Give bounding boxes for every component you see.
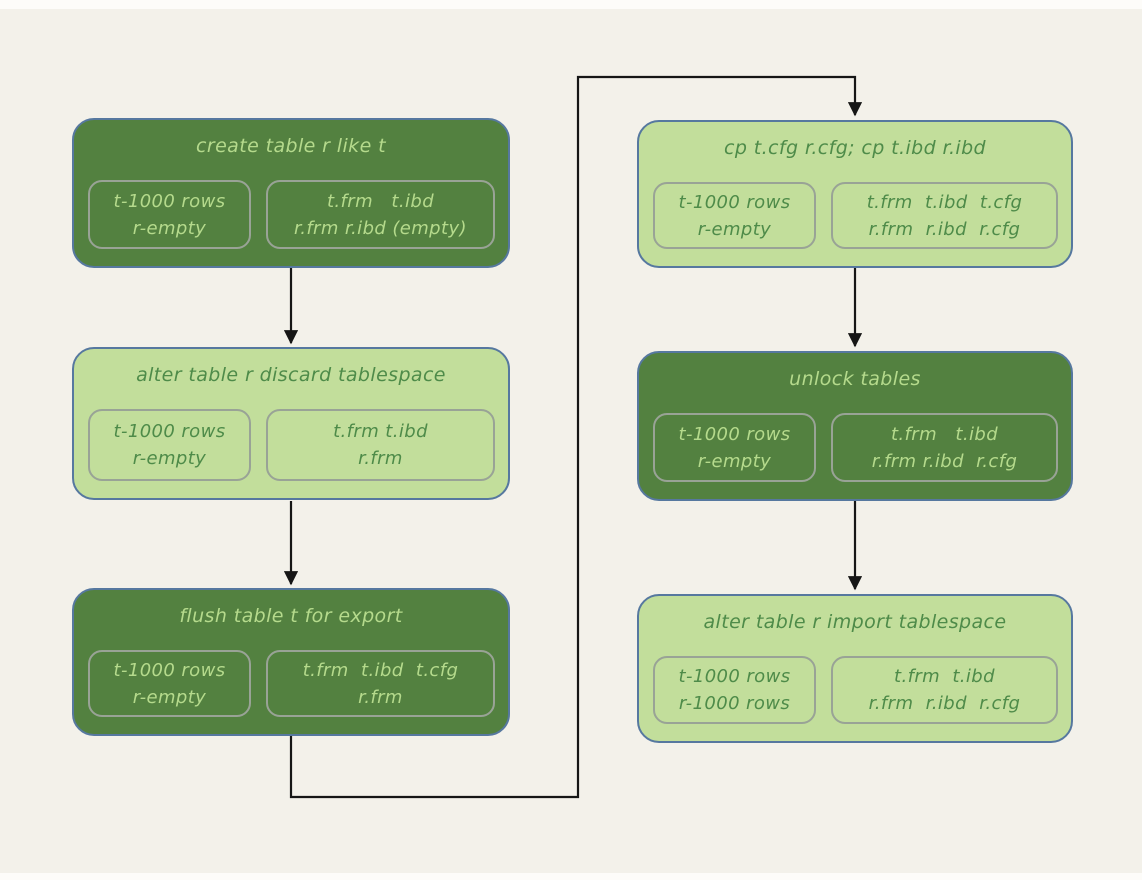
node-title: cp t.cfg r.cfg; cp t.ibd r.ibd <box>724 137 986 159</box>
row-count-line: t-1000 rows <box>678 423 791 445</box>
node-title: create table r like t <box>196 135 386 157</box>
row-counts-box: t-1000 rows r-empty <box>88 409 251 481</box>
files-line: t.frm t.ibd <box>894 666 995 687</box>
files-box: t.frm t.ibd r.frm r.ibd r.cfg <box>831 656 1058 724</box>
files-line: t.frm t.ibd <box>333 421 428 442</box>
top-margin-strip <box>0 0 1142 9</box>
node-title: flush table t for export <box>179 605 403 627</box>
files-box: t.frm t.ibd r.frm <box>266 409 495 481</box>
node-alter-table-r-import-tablespace: alter table r import tablespace t-1000 r… <box>637 594 1073 743</box>
files-line: r.frm <box>358 448 403 469</box>
node-flush-table-t-for-export: flush table t for export t-1000 rows r-e… <box>72 588 510 736</box>
row-counts-box: t-1000 rows r-1000 rows <box>653 656 816 724</box>
files-line: t.frm t.ibd <box>326 190 435 212</box>
row-count-line: t-1000 rows <box>113 659 226 681</box>
files-line: r.frm <box>358 686 403 708</box>
bottom-margin-strip <box>0 873 1142 880</box>
row-count-line: t-1000 rows <box>678 666 791 687</box>
row-counts-box: t-1000 rows r-empty <box>653 413 816 482</box>
row-count-line: r-empty <box>697 218 772 240</box>
node-alter-table-r-discard-tablespace: alter table r discard tablespace t-1000 … <box>72 347 510 500</box>
row-count-line: t-1000 rows <box>113 421 226 442</box>
row-count-line: r-empty <box>697 450 772 472</box>
files-line: r.frm r.ibd r.cfg <box>871 450 1018 472</box>
node-cp-cfg-and-ibd: cp t.cfg r.cfg; cp t.ibd r.ibd t-1000 ro… <box>637 120 1073 268</box>
node-create-table-r-like-t: create table r like t t-1000 rows r-empt… <box>72 118 510 268</box>
files-box: t.frm t.ibd t.cfg r.frm <box>266 650 495 717</box>
row-count-line: r-1000 rows <box>678 693 791 714</box>
row-count-line: r-empty <box>132 686 207 708</box>
files-box: t.frm t.ibd r.frm r.ibd (empty) <box>266 180 495 249</box>
row-count-line: r-empty <box>132 217 207 239</box>
row-counts-box: t-1000 rows r-empty <box>653 182 816 249</box>
node-unlock-tables: unlock tables t-1000 rows r-empty t.frm … <box>637 351 1073 501</box>
files-line: t.frm t.ibd t.cfg <box>302 659 459 681</box>
files-line: r.frm r.ibd r.cfg <box>868 693 1021 714</box>
node-title: alter table r import tablespace <box>703 611 1007 633</box>
files-box: t.frm t.ibd t.cfg r.frm r.ibd r.cfg <box>831 182 1058 249</box>
row-count-line: r-empty <box>132 448 207 469</box>
row-count-line: t-1000 rows <box>113 190 226 212</box>
node-title: unlock tables <box>789 368 921 390</box>
files-box: t.frm t.ibd r.frm r.ibd r.cfg <box>831 413 1058 482</box>
files-line: t.frm t.ibd <box>890 423 999 445</box>
files-line: r.frm r.ibd r.cfg <box>868 218 1021 240</box>
files-line: r.frm r.ibd (empty) <box>294 217 467 239</box>
files-line: t.frm t.ibd t.cfg <box>866 191 1023 213</box>
row-count-line: t-1000 rows <box>678 191 791 213</box>
row-counts-box: t-1000 rows r-empty <box>88 180 251 249</box>
node-title: alter table r discard tablespace <box>136 364 446 386</box>
row-counts-box: t-1000 rows r-empty <box>88 650 251 717</box>
